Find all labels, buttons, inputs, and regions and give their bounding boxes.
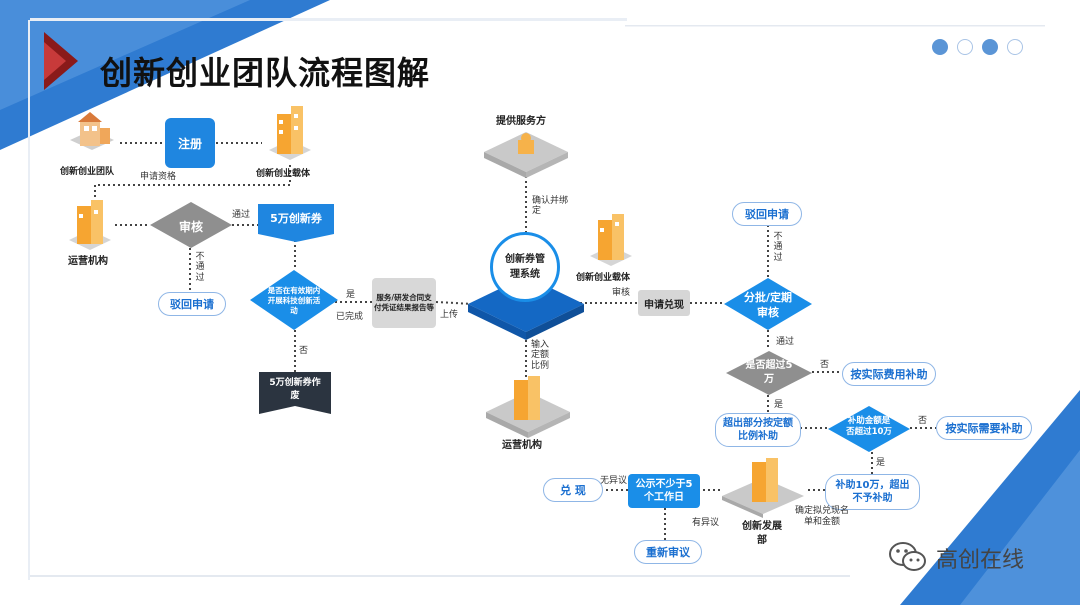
- confirm-list-label: 确定拟兑现名单和金额: [794, 506, 849, 528]
- voucher-void-flag[interactable]: [259, 372, 331, 414]
- page-dot-3[interactable]: [982, 39, 998, 55]
- page-dot-1[interactable]: [932, 39, 948, 55]
- carrier-right-building-icon: [590, 214, 632, 266]
- team-label: 创新创业团队: [60, 167, 115, 177]
- over-part-label: 超出部分按定额比例补助: [723, 418, 793, 442]
- upload-label: 上传: [440, 310, 459, 320]
- redeem-pill[interactable]: 兑 现: [543, 478, 603, 502]
- no-right2-label: 否: [918, 416, 928, 426]
- voucher-void-label: 5万创新券作废: [269, 378, 321, 401]
- register-box[interactable]: 注册: [165, 118, 215, 168]
- operator-left-building-icon: [69, 200, 111, 250]
- cap-100k-pill[interactable]: 补助10万，超出不予补助: [825, 474, 920, 510]
- redeem-label: 兑 现: [560, 484, 586, 497]
- actual-cost-label: 按实际费用补助: [850, 368, 928, 381]
- over-50k-label: 是否超过5万: [745, 360, 793, 385]
- wechat-icon: [889, 542, 926, 571]
- batch-review-diamond[interactable]: [722, 276, 814, 332]
- reject-right-pill[interactable]: 驳回申请: [732, 202, 802, 226]
- over-100k-label: 补助金额是否超过10万: [846, 416, 892, 438]
- pass-label: 通过: [232, 210, 251, 220]
- over-50k-diamond[interactable]: [724, 350, 814, 396]
- reconsider-label: 重新审议: [646, 546, 690, 559]
- yes-right2-label: 是: [876, 458, 886, 468]
- confirm-bind-label: 确认并绑定: [532, 196, 569, 217]
- service-contract-label: 服务/研发合同支付凭证结果报告等: [374, 292, 434, 312]
- input-ratio-label: 输入定额比例: [531, 340, 550, 371]
- not-pass-label: 不通过: [195, 252, 205, 283]
- review-small-label: 审核: [612, 288, 631, 298]
- no-right-label: 否: [820, 360, 830, 370]
- actual-need-label: 按实际需要补助: [945, 422, 1023, 435]
- valid-period-label: 是否在有效期内开展科技创新活动: [267, 286, 321, 316]
- review-diamond[interactable]: [148, 200, 234, 250]
- reject-left-label: 驳回申请: [170, 298, 214, 311]
- team-building-icon: [70, 112, 114, 150]
- watermark-text: 高创在线: [936, 548, 1025, 573]
- apply-qualification-label: 申请资格: [140, 172, 177, 182]
- dept-label: 创新发展部: [742, 521, 782, 546]
- not-pass-right-label: 不通过: [773, 232, 783, 263]
- voucher-50k-label: 5万创新券: [270, 212, 322, 225]
- over-100k-diamond[interactable]: [826, 404, 912, 454]
- system-label: 创新券管理系统: [505, 254, 545, 280]
- operator-left-label: 运营机构: [68, 256, 108, 267]
- pagination: [932, 39, 1023, 55]
- carrier-left-building-icon: [269, 106, 311, 160]
- over-part-pill[interactable]: 超出部分按定额比例补助: [715, 413, 801, 447]
- actual-need-pill[interactable]: 按实际需要补助: [936, 416, 1032, 440]
- valid-period-diamond[interactable]: [248, 268, 340, 332]
- service-contract-box[interactable]: 服务/研发合同支付凭证结果报告等: [372, 278, 436, 328]
- reject-right-label: 驳回申请: [745, 208, 789, 221]
- operator-bottom-platform-icon: [486, 376, 570, 438]
- has-objection-label: 有异议: [692, 518, 720, 528]
- provider-platform-icon: [484, 132, 568, 178]
- yes-left-label: 是: [346, 290, 356, 300]
- publicity-label: 公示不少于5个工作日: [635, 478, 693, 504]
- reject-left-pill[interactable]: 驳回申请: [158, 292, 226, 316]
- apply-redeem-box[interactable]: 申请兑现: [638, 290, 690, 316]
- batch-review-label: 分批/定期审核: [743, 291, 793, 320]
- voucher-50k-flag[interactable]: [258, 204, 334, 242]
- pass-right-label: 通过: [776, 337, 795, 347]
- dept-platform-icon: [722, 458, 804, 518]
- review-label: 审核: [178, 220, 203, 234]
- yes-right-label: 是: [774, 400, 784, 410]
- register-label: 注册: [177, 136, 202, 151]
- reconsider-pill[interactable]: 重新审议: [634, 540, 702, 564]
- page-title: 创新创业团队流程图解: [100, 54, 431, 92]
- operator-bottom-label: 运营机构: [502, 440, 542, 451]
- system-platform[interactable]: [466, 262, 586, 340]
- apply-redeem-label: 申请兑现: [644, 299, 684, 311]
- no-objection-label: 无异议: [600, 476, 628, 486]
- page-dot-4[interactable]: [1007, 39, 1023, 55]
- system-circle[interactable]: 创新券管理系统: [490, 232, 560, 302]
- no-left-label: 否: [299, 346, 309, 356]
- page-dot-2[interactable]: [957, 39, 973, 55]
- title-marker: [44, 32, 78, 90]
- actual-cost-pill[interactable]: 按实际费用补助: [842, 362, 936, 386]
- carrier-left-label: 创新创业载体: [256, 169, 311, 179]
- completed-label: 已完成: [336, 312, 364, 322]
- provider-label: 提供服务方: [496, 116, 546, 127]
- publicity-box[interactable]: 公示不少于5个工作日: [628, 474, 700, 508]
- cap-100k-label: 补助10万，超出不予补助: [835, 480, 910, 504]
- carrier-right-label: 创新创业载体: [576, 273, 631, 283]
